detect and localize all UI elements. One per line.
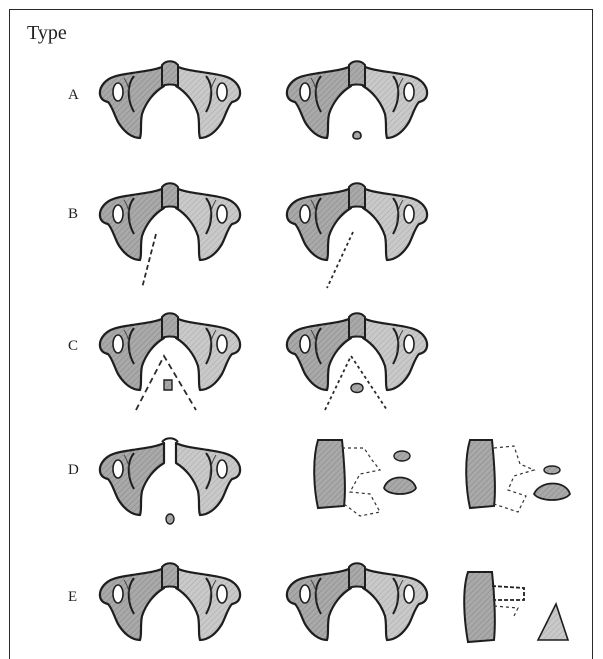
lateral-mass-d-2 [314,440,416,516]
atlas-e-2 [287,563,427,640]
bone-fragment-icon [538,604,568,640]
fracture-line-icon [327,232,353,288]
atlas-c-1 [100,313,240,410]
atlas-c-2 [287,313,427,410]
atlas-e-1 [100,563,240,640]
bone-fragment-icon [164,380,172,390]
bone-fragment-icon [351,384,363,393]
atlas-a-2 [287,61,427,139]
bone-fragment-icon [166,514,174,524]
lateral-mass-e-3 [464,572,568,642]
bone-fragment-icon [353,132,361,140]
atlas-b-2 [287,183,427,288]
atlas-d-1 [100,438,240,524]
atlas-b-1 [100,183,240,288]
atlas-a-1 [100,61,240,138]
lateral-mass-d-3 [466,440,570,512]
fracture-line-icon [142,234,156,288]
